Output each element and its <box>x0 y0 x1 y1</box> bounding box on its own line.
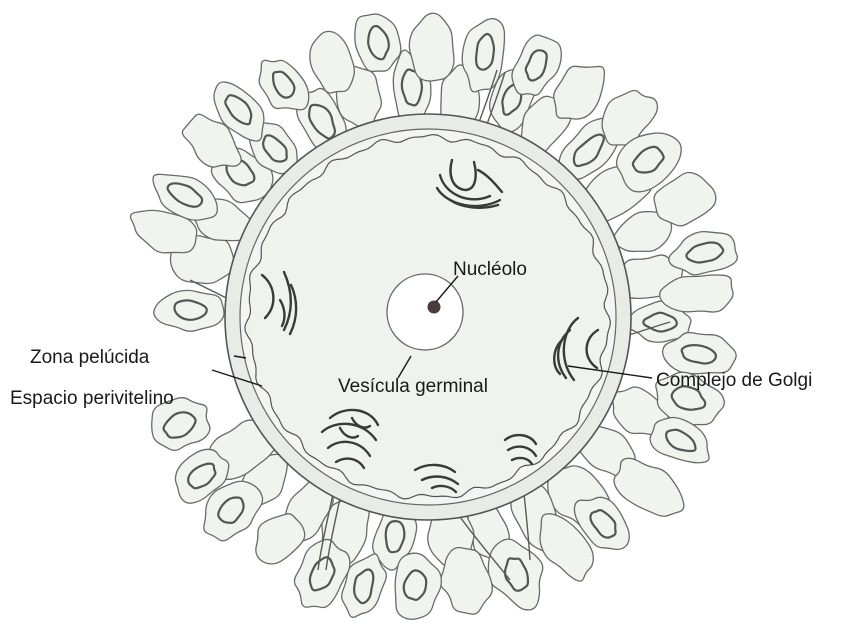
label-nucleolo: Nucléolo <box>453 259 527 280</box>
follicle-cell <box>154 290 224 331</box>
follicle-cell <box>355 14 401 71</box>
follicle-cell <box>259 60 309 109</box>
follicle-cell <box>554 66 605 119</box>
follicle-cell <box>669 232 737 275</box>
nucleolus <box>428 301 441 314</box>
label-complejo-golgi: Complejo de Golgi <box>656 370 812 391</box>
follicle-cell <box>488 539 542 610</box>
follicle-cell <box>440 547 492 614</box>
follicle-cell <box>512 35 561 95</box>
germinal-vesicle <box>387 274 463 350</box>
follicle-cell <box>614 458 684 516</box>
label-vesicula-germinal: Vesícula germinal <box>338 376 488 397</box>
label-espacio-perivitelino: Espacio perivitelino <box>10 388 174 409</box>
label-zona-pelucida: Zona pelúcida <box>30 347 150 368</box>
follicle-cell <box>256 514 305 564</box>
follicle-cell <box>395 553 441 619</box>
follicle-cell <box>310 31 354 93</box>
follicle-cell <box>409 13 454 81</box>
